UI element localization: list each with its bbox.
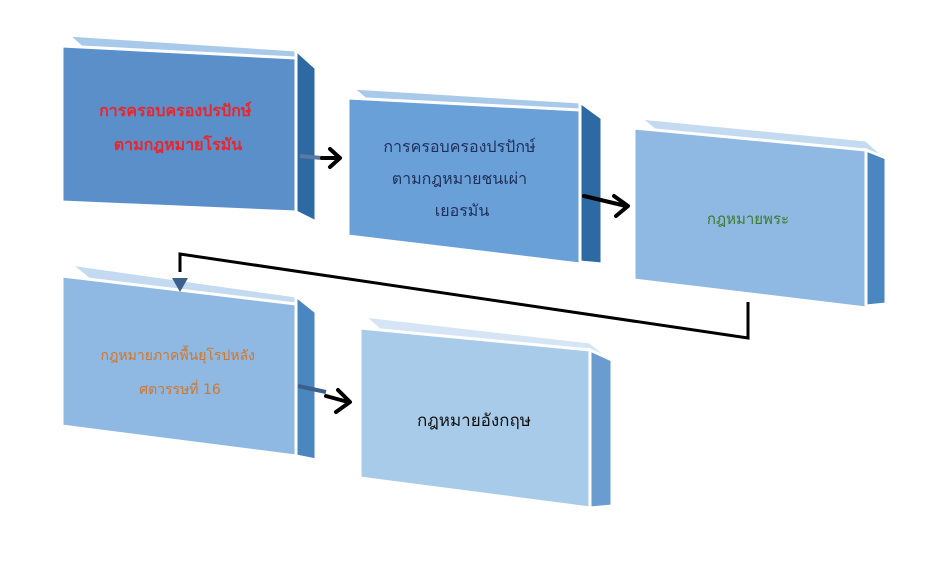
arrow-continental-to-english-head [324,388,352,414]
svg-text:กฎหมายพระ: กฎหมายพระ [707,210,789,228]
box-continental-law-front [60,274,298,458]
svg-text:การครอบครองปรปักษ์ ตาม: การครอบครองปรปักษ์ ตามกฎหมายโรมัน [99,101,257,154]
connector-canon-to-continental-line [178,252,750,340]
svg-text:กฎหมายภาคพื้นยุโรปหลัง: กฎหมายภาคพื้นยุโรปหลัง ศตวรรษที่ 16 [101,345,260,398]
box-germanic-law-side [578,99,604,266]
svg-text:การครอบครองปรปักษ์ ตาม: การครอบครองปรปักษ์ ตามกฎหมายชนเผ่า เยอรม… [383,137,540,220]
box-germanic-law: การครอบครองปรปักษ์ ตามกฎหมายชนเผ่า เยอรม… [346,86,607,266]
box-english-law-side [588,347,614,510]
box-english-law-line-1: กฎหมายอังกฤษ [417,411,531,431]
box-roman-law-line-1: การครอบครองปรปักษ์ [99,101,252,120]
arrow-continental-to-english-tail [297,384,327,394]
box-canon-law: กฎหมายพระ [632,116,891,310]
box-roman-law-side [294,46,318,225]
box-continental-law-line-1: กฎหมายภาคพื้นยุโรปหลัง [101,345,255,364]
connector-canon-to-continental [172,252,750,340]
arrow-continental-to-english [297,384,352,414]
svg-text:กฎหมายอังกฤษ: กฎหมายอังกฤษ [417,411,531,431]
box-germanic-law-line-3: เยอรมัน [435,201,490,220]
box-english-law-front [358,326,592,510]
box-continental-law-line-2: ศตวรรษที่ 16 [139,380,221,398]
arrow-roman-to-germanic-tail [299,154,323,160]
box-roman-law-front [60,44,298,214]
connector-canon-to-continental-head [172,278,188,292]
box-continental-law: กฎหมายภาคพื้นยุโรปหลัง ศตวรรษที่ 16 [60,261,322,462]
arrow-germanic-to-canon [582,194,630,218]
box-canon-law-line-1: กฎหมายพระ [707,210,789,228]
box-canon-law-side [864,147,888,308]
box-roman-law: การครอบครองปรปักษ์ ตามกฎหมายโรมัน [60,33,321,225]
box-english-law: กฎหมายอังกฤษ [358,313,617,510]
box-canon-law-front [632,126,868,310]
box-germanic-law-line-2: ตามกฎหมายชนเผ่า [392,169,527,188]
arrow-germanic-to-canon-line [582,194,630,218]
box-continental-law-side [294,292,318,462]
arrow-roman-to-germanic [299,147,342,169]
box-roman-law-line-2: ตามกฎหมายโรมัน [114,134,243,154]
box-germanic-law-front [346,96,582,266]
box-germanic-law-line-1: การครอบครองปรปักษ์ [383,137,536,156]
arrow-roman-to-germanic-head [320,147,342,169]
